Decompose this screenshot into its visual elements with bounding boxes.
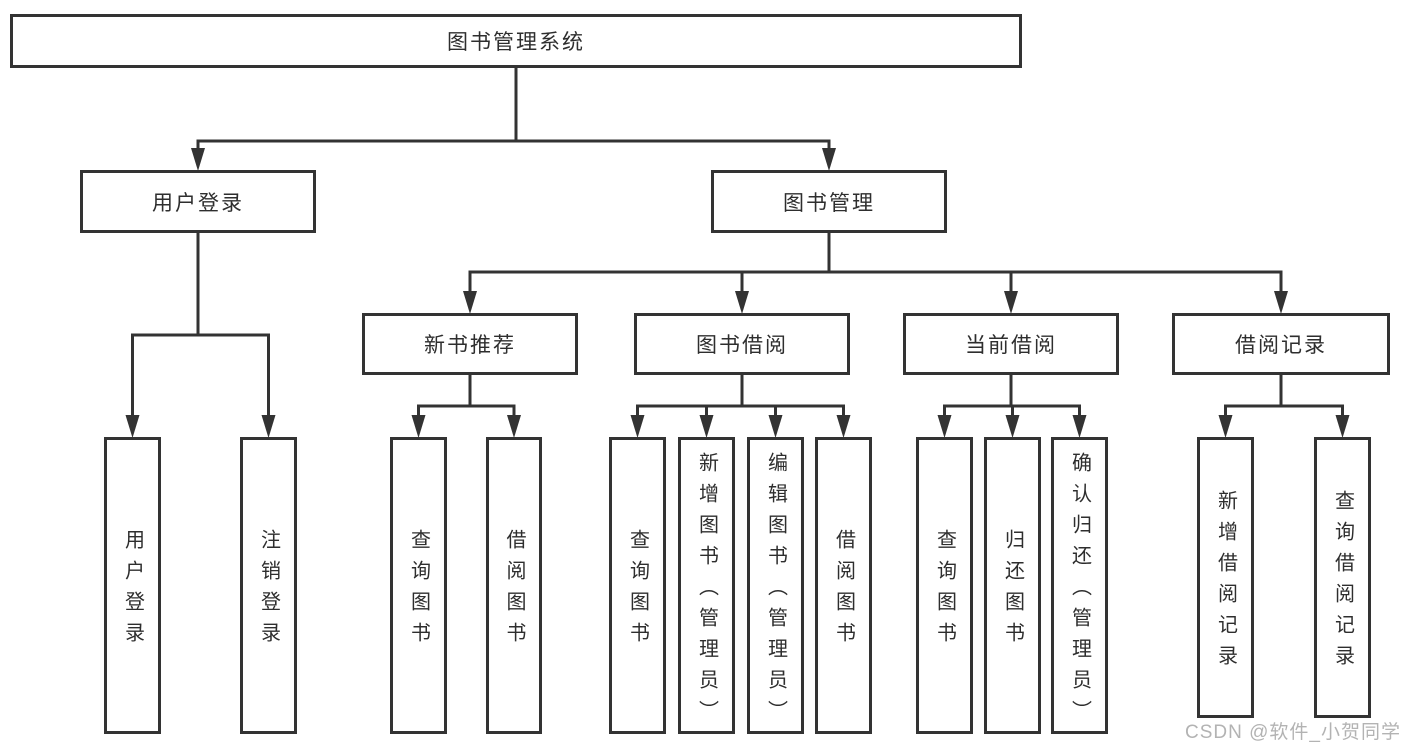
arrowhead-cb-confirm: [1072, 415, 1087, 438]
node-nb-query: 查询图书: [390, 437, 447, 734]
arrowhead-book-borrow: [735, 291, 749, 314]
node-book-borrow: 图书借阅: [634, 313, 850, 375]
node-ul-logout: 注销登录: [240, 437, 297, 734]
node-label: 用户登录: [152, 191, 244, 215]
node-cb-confirm: 确认归还（管理员）: [1051, 437, 1108, 734]
arrowhead-bb-query: [630, 415, 645, 438]
node-label: 确认归还（管理员）: [1068, 451, 1091, 731]
node-label: 编辑图书（管理员）: [764, 451, 787, 731]
arrowhead-borrow-records: [1274, 291, 1288, 314]
node-label: 当前借阅: [965, 334, 1057, 357]
node-book-mgmt: 图书管理: [711, 170, 947, 233]
node-label: 查询借阅记录: [1331, 490, 1354, 676]
arrowhead-user-login: [191, 148, 205, 171]
arrowhead-new-book-rec: [463, 291, 477, 314]
arrowhead-bb-add: [699, 415, 714, 438]
node-label: 图书借阅: [696, 334, 788, 357]
node-label: 新增借阅记录: [1214, 490, 1237, 676]
arrowhead-br-add: [1218, 415, 1233, 438]
node-borrow-records: 借阅记录: [1172, 313, 1390, 375]
node-root: 图书管理系统: [10, 14, 1022, 68]
node-nb-borrow: 借阅图书: [486, 437, 542, 734]
node-label: 借阅记录: [1235, 334, 1327, 357]
node-label: 借阅图书: [832, 529, 855, 653]
node-current-borrow: 当前借阅: [903, 313, 1119, 375]
node-bb-add: 新增图书（管理员）: [678, 437, 735, 734]
node-cb-query: 查询图书: [916, 437, 973, 734]
arrowhead-cb-return: [1005, 415, 1020, 438]
arrowhead-current-borrow: [1004, 291, 1018, 314]
node-ul-login: 用户登录: [104, 437, 161, 734]
arrowhead-bb-edit: [768, 415, 783, 438]
node-cb-return: 归还图书: [984, 437, 1041, 734]
node-new-book-rec: 新书推荐: [362, 313, 578, 375]
node-label: 查询图书: [626, 529, 649, 653]
node-label: 归还图书: [1001, 529, 1024, 653]
node-bb-query: 查询图书: [609, 437, 666, 734]
node-label: 查询图书: [933, 529, 956, 653]
node-br-add: 新增借阅记录: [1197, 437, 1254, 718]
node-label: 新增图书（管理员）: [695, 451, 718, 731]
node-user-login: 用户登录: [80, 170, 316, 233]
arrowhead-ul-logout: [261, 415, 276, 438]
node-bb-borrow: 借阅图书: [815, 437, 872, 734]
arrowhead-nb-borrow: [507, 415, 521, 438]
arrowhead-nb-query: [411, 415, 426, 438]
node-br-query: 查询借阅记录: [1314, 437, 1371, 718]
node-label: 查询图书: [407, 529, 430, 653]
arrowhead-br-query: [1335, 415, 1350, 438]
arrowhead-bb-borrow: [836, 415, 851, 438]
node-label: 图书管理: [783, 191, 875, 215]
node-label: 图书管理系统: [447, 31, 585, 54]
arrowhead-book-mgmt: [822, 148, 836, 171]
arrowhead-cb-query: [937, 415, 952, 438]
node-label: 用户登录: [121, 529, 144, 653]
node-label: 新书推荐: [424, 334, 516, 357]
arrowhead-ul-login: [125, 415, 140, 438]
node-bb-edit: 编辑图书（管理员）: [747, 437, 804, 734]
node-label: 借阅图书: [503, 529, 525, 653]
node-label: 注销登录: [257, 529, 280, 653]
